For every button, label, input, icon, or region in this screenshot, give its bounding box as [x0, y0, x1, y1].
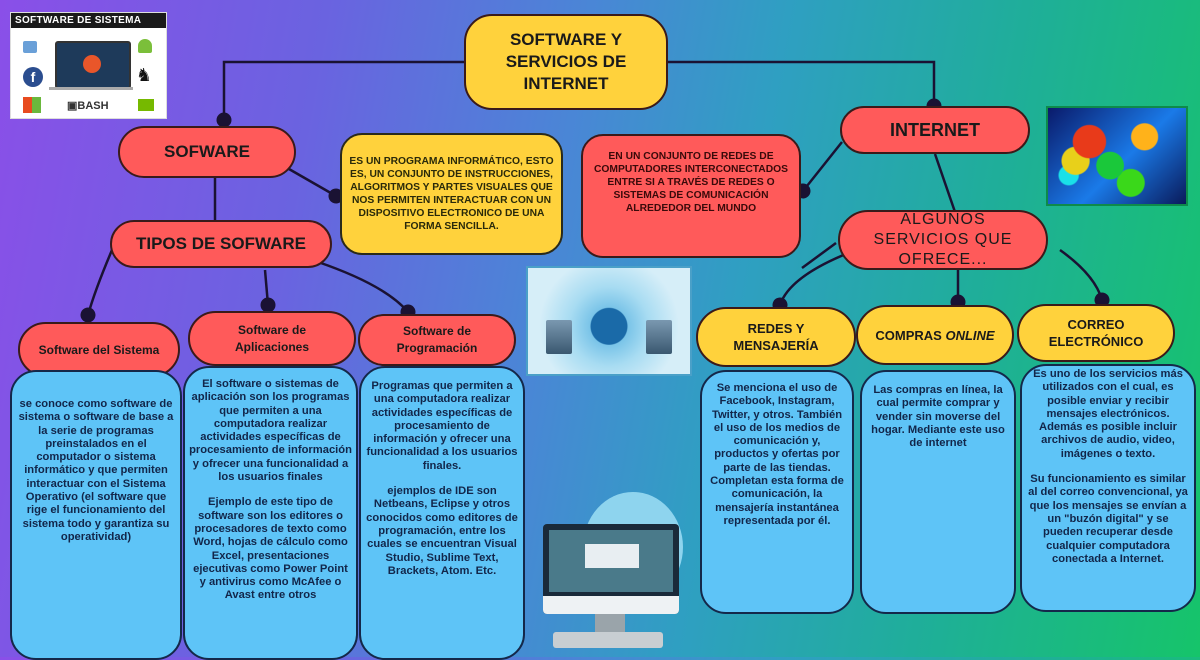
software-type-aplicaciones-node: Software de Aplicaciones — [188, 311, 356, 366]
service-compras-label-em: ONLINE — [945, 327, 995, 343]
service-compras-node: COMPRAS ONLINE — [856, 305, 1014, 365]
title-line-3: INTERNET — [523, 74, 609, 93]
windows-icon — [23, 97, 41, 113]
software-type-programacion-node: Software de Programación — [358, 314, 516, 366]
aplicaciones-paragraph-2: Ejemplo de este tipo de software son los… — [193, 496, 348, 602]
service-compras-description: Las compras en línea, la cual permite co… — [860, 370, 1016, 614]
software-definition-text: ES UN PROGRAMA INFORMÁTICO, ESTO ES, UN … — [349, 156, 554, 232]
correo-paragraph-2: Su funcionamiento es similar al del corr… — [1028, 473, 1188, 565]
macos-icon — [23, 41, 37, 53]
network-globe-image — [526, 266, 692, 376]
software-node: SOFWARE — [118, 126, 296, 178]
redes-paragraph-1: Se menciona el uso de Facebook, Instagra… — [710, 382, 844, 527]
main-title-node: SOFTWARE Y SERVICIOS DE INTERNET — [464, 14, 668, 110]
services-node: ALGUNOS SERVICIOS QUE OFRECE... — [838, 210, 1048, 270]
title-line-1: SOFTWARE Y — [509, 30, 623, 49]
services-label: ALGUNOS SERVICIOS QUE OFRECE... — [873, 211, 1013, 268]
internet-apps-image — [1046, 106, 1188, 206]
software-type-aplicaciones-description: El software o sistemas de aplicación son… — [183, 366, 358, 660]
service-redes-node: REDES Y MENSAJERÍA — [696, 307, 856, 367]
software-type-programacion-description: Programas que permiten a una computadora… — [359, 366, 525, 660]
aplicaciones-paragraph-1: El software o sistemas de aplicación son… — [189, 378, 352, 484]
service-correo-description: Es uno de los servicios más utilizados c… — [1020, 364, 1196, 612]
compras-paragraph-1: Las compras en línea, la cual permite co… — [871, 384, 1005, 450]
internet-label: INTERNET — [890, 119, 980, 140]
programacion-paragraph-1: Programas que permiten a una computadora… — [366, 380, 518, 472]
internet-node: INTERNET — [840, 106, 1030, 154]
nvidia-icon — [138, 99, 154, 111]
service-redes-description: Se menciona el uso de Facebook, Instagra… — [700, 370, 854, 614]
bash-icon: ▣BASH — [67, 100, 109, 112]
software-type-programacion-label: Software de Programación — [396, 324, 478, 355]
software-label: SOFWARE — [164, 142, 250, 161]
service-compras-label-main: COMPRAS — [875, 327, 946, 343]
image-banner: SOFTWARE DE SISTEMA — [11, 13, 166, 28]
desktop-computer-image — [533, 490, 688, 657]
service-correo-node: CORREO ELECTRÓNICO — [1017, 304, 1175, 362]
software-definition-box: ES UN PROGRAMA INFORMÁTICO, ESTO ES, UN … — [340, 133, 563, 255]
service-redes-label: REDES Y MENSAJERÍA — [733, 321, 819, 353]
software-type-sistema-description: se conoce como software de sistema o sof… — [10, 370, 182, 660]
software-types-node: TIPOS DE SOFWARE — [110, 220, 332, 268]
service-correo-label: CORREO ELECTRÓNICO — [1048, 317, 1144, 349]
internet-definition-text: EN UN CONJUNTO DE REDES DE COMPUTADORES … — [593, 151, 789, 214]
android-icon — [138, 39, 152, 53]
title-line-2: SERVICIOS DE — [505, 52, 627, 71]
software-types-label: TIPOS DE SOFWARE — [135, 234, 307, 253]
gnome-icon: ♞ — [135, 65, 152, 85]
programacion-paragraph-2: ejemplos de IDE son Netbeans, Eclipse y … — [366, 485, 518, 577]
sistema-paragraph-1: se conoce como software de sistema o sof… — [18, 398, 174, 543]
fedora-icon: f — [23, 67, 43, 87]
correo-paragraph-1: Es uno de los servicios más utilizados c… — [1033, 368, 1183, 460]
software-type-sistema-node: Software del Sistema — [18, 322, 180, 377]
internet-definition-box: EN UN CONJUNTO DE REDES DE COMPUTADORES … — [581, 134, 801, 258]
software-type-aplicaciones-label: Software de Aplicaciones — [234, 322, 310, 354]
software-type-sistema-label: Software del Sistema — [38, 342, 160, 357]
laptop-ubuntu-icon — [55, 41, 131, 89]
software-de-sistema-image: SOFTWARE DE SISTEMA f ▣BASH ♞ — [10, 12, 167, 119]
